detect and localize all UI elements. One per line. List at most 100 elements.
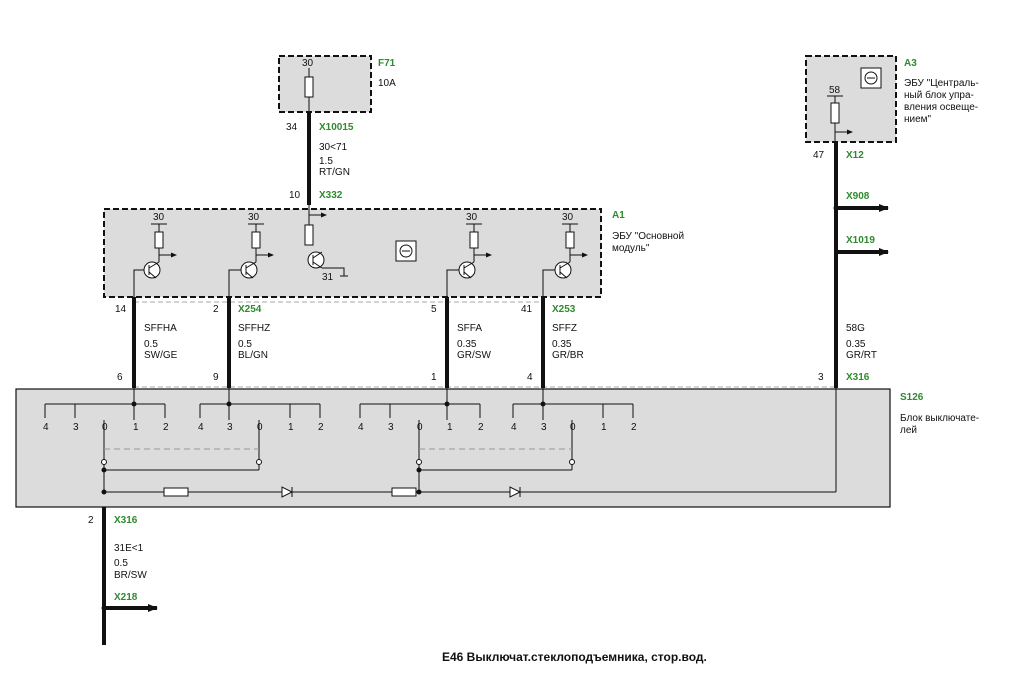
fuse-connector: X10015 [319,122,354,133]
switch-group-4: 4 3 0 1 2 [511,388,637,470]
switch-group-3: 4 3 0 1 2 [358,388,484,490]
a1-driver-1: 30 [133,212,177,297]
s126-name-line2: лей [900,425,917,436]
ground-out-connector: X218 [114,592,138,603]
wire-size: 0.5 [238,339,252,350]
ground-wire: 2 X316 31E<1 0.5 BR/SW X218 [88,507,158,645]
output-x1019: X1019 [846,235,875,246]
pin-bottom: 4 [527,372,533,383]
ground-circuit: 31E<1 [114,543,144,554]
switch-group-1: 4 3 0 1 2 [43,388,169,490]
supply-color: RT/GN [319,167,350,178]
fuse-terminal-label: 30 [302,58,314,69]
wire-sffa: 5 SFFA 0.35 GR/SW 1 [431,297,491,388]
a1-id: A1 [612,210,625,221]
wire-color: GR/BR [552,350,584,361]
supply-label: 30 [562,212,574,223]
control-unit-icon [395,240,417,262]
supply-circuit: 30<71 [319,142,348,153]
diagram-title: E46 Выключат.стеклоподъемника, стор.вод. [442,650,707,664]
supply-size: 1.5 [319,156,333,167]
wire-name: SFFZ [552,323,577,334]
a1-name-line2: модуль" [612,243,650,254]
switch-position: 2 [478,422,484,433]
ground-size: 0.5 [114,558,128,569]
wire-sffhz: 2 X254 SFFHZ 0.5 BL/GN 9 [213,297,270,388]
switch-position: 1 [133,422,139,433]
switch-position: 4 [511,422,517,433]
fuse-pin: 34 [286,122,298,133]
wire-size: 0.35 [552,339,572,350]
switch-position: 0 [570,422,576,433]
switch-position: 3 [73,422,79,433]
switch-position: 1 [601,422,607,433]
supply-label: 30 [153,212,165,223]
a3-name-line: ЭБУ "Централь- [904,78,979,89]
wire-58g-pin: 3 [818,372,824,383]
a1-input-connector: X332 [319,190,343,201]
supply-label: 30 [248,212,260,223]
led-2-icon [509,486,522,498]
a3-id: A3 [904,58,917,69]
resistor-1 [163,487,189,497]
switch-position: 1 [288,422,294,433]
s126-name-line1: Блок выключате- [900,413,979,424]
switch-position: 2 [318,422,324,433]
switch-position: 2 [631,422,637,433]
wire-58g-connector: X316 [846,372,870,383]
switch-position: 4 [198,422,204,433]
wire-name: SFFHA [144,323,177,334]
wire-color: BL/GN [238,350,268,361]
a3-name-line: вления освеще- [904,102,978,113]
a3-name-line: ный блок упра- [904,89,974,101]
wire-color: SW/GE [144,350,178,361]
module-a3: A3 ЭБУ "Централь- ный блок упра- вления … [805,55,979,161]
a1-driver-3: 30 [446,212,492,297]
a3-pin: 47 [813,150,825,161]
a3-name-line: нием" [904,114,932,125]
wire-name: SFFA [457,323,482,334]
a1-name-line1: ЭБУ "Основной [612,231,684,242]
switch-group-2: 4 3 0 1 2 [198,388,324,470]
wire-size: 0.5 [144,339,158,350]
switch-position: 0 [257,422,263,433]
pin-top: 14 [115,304,127,315]
supply-label: 30 [466,212,478,223]
pin-bottom: 1 [431,372,437,383]
pin-top: 2 [213,304,219,315]
fuse-id: F71 [378,58,396,69]
a3-terminal: 58 [829,85,841,96]
wire-name: SFFHZ [238,323,270,334]
pin-bottom: 6 [117,372,123,383]
switch-position: 3 [388,422,394,433]
a1-driver-2: 30 [228,212,274,297]
ground-label: 31 [322,272,334,283]
led-1-icon [281,486,294,498]
a1-input-pin: 10 [289,190,301,201]
ground-color: BR/SW [114,570,147,581]
output-x908: X908 [846,191,870,202]
pin-top: 41 [521,304,533,315]
fuse-f71: 30 F71 10A 34 X10015 [278,55,396,133]
module-a1: 10 X332 A1 ЭБУ "Основной модуль" 30 30 [103,190,684,298]
connector-top: X253 [552,304,576,315]
switch-position: 4 [43,422,49,433]
switch-position: 0 [417,422,423,433]
a1-input-stage: 31 [304,205,348,283]
control-unit-icon [860,67,882,89]
switch-position: 0 [102,422,108,433]
a1-driver-4: 30 [542,212,588,297]
pin-top: 5 [431,304,437,315]
pin-bottom: 9 [213,372,219,383]
wire-58g-color: GR/RT [846,350,877,361]
switch-position: 3 [227,422,233,433]
ground-pin: 2 [88,515,94,526]
wire-color: GR/SW [457,350,491,361]
ground-connector: X316 [114,515,138,526]
switch-position: 4 [358,422,364,433]
wire-58g-name: 58G [846,323,865,334]
fuse-rating: 10A [378,78,396,89]
switch-position: 2 [163,422,169,433]
a3-connector: X12 [846,150,864,161]
